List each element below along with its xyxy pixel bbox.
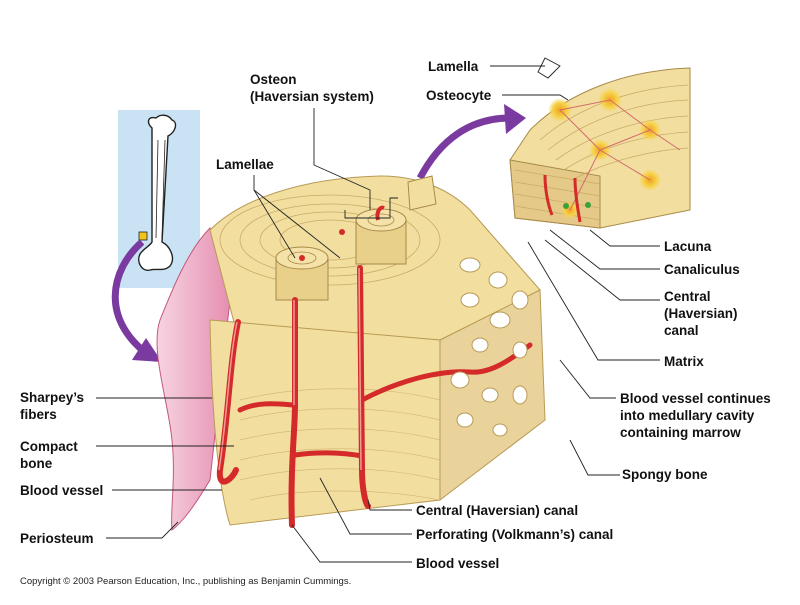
osteon-cylinder-left xyxy=(275,246,329,301)
leader-lines xyxy=(96,57,660,563)
label-osteocyte: Osteocyte xyxy=(426,88,492,103)
label-central-canal-bottom: Central (Haversian) canal xyxy=(416,503,579,518)
label-osteon: Osteon (Haversian system) xyxy=(250,72,374,104)
canaliculi-lines xyxy=(559,99,681,211)
copyright-notice: Copyright © 2003 Pearson Education, Inc.… xyxy=(20,576,352,587)
lamellae-rings xyxy=(219,194,441,286)
osteon-cylinder-right xyxy=(355,205,407,265)
zoomed-osteon-wedge xyxy=(509,67,691,229)
long-bone-icon xyxy=(138,114,177,271)
label-spongy-bone: Spongy bone xyxy=(622,467,708,482)
label-sharpeys-fibers: Sharpey’s fibers xyxy=(20,390,85,422)
label-blood-vessel-left: Blood vessel xyxy=(20,483,104,498)
label-perforating-canal: Perforating (Volkmann’s) canal xyxy=(416,527,614,542)
label-compact-bone: Compact bone xyxy=(20,439,78,471)
label-central-canal-right: Central (Haversian) canal xyxy=(664,289,738,338)
label-canaliculus: Canaliculus xyxy=(664,262,740,277)
lacuna-marker xyxy=(585,202,591,208)
canal-opening xyxy=(339,229,345,235)
zoom-arrowhead-left xyxy=(132,338,162,362)
zoom-arrow-left xyxy=(111,239,153,359)
label-blood-vessel-continues: Blood vessel continues into medullary ca… xyxy=(620,391,771,440)
label-lamellae: Lamellae xyxy=(216,157,274,172)
zoom-arrow-right xyxy=(416,114,511,180)
label-lamella: Lamella xyxy=(428,59,479,74)
trabeculae-holes xyxy=(450,257,529,437)
front-lamellae xyxy=(239,388,441,501)
zoomed-central-canals xyxy=(543,174,582,223)
label-periosteum: Periosteum xyxy=(20,531,94,546)
osteon-wedge xyxy=(407,175,437,211)
lacuna-marker xyxy=(563,203,569,209)
label-matrix: Matrix xyxy=(664,354,704,369)
blood-vessels xyxy=(216,265,533,528)
label-blood-vessel-bottom: Blood vessel xyxy=(416,556,500,571)
vessel-highlights xyxy=(218,267,362,471)
zoom-arrowhead-right xyxy=(504,104,526,134)
label-lacuna: Lacuna xyxy=(664,239,712,254)
inset-highlight-square xyxy=(138,231,148,241)
periosteum-layer xyxy=(156,227,231,531)
